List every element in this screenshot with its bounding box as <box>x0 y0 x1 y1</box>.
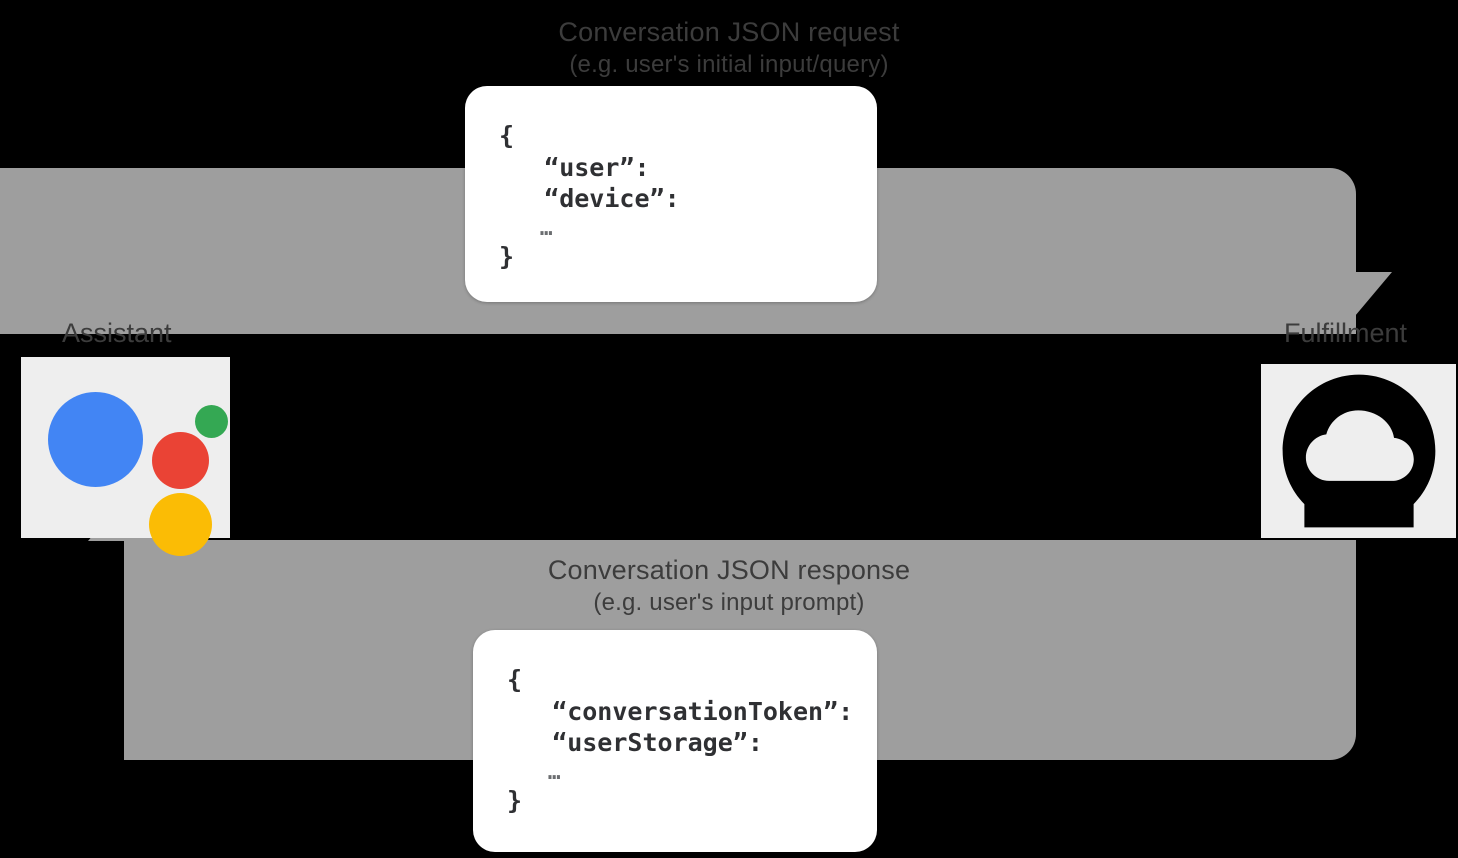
json-line: “user”: <box>499 152 650 182</box>
json-line: “device”: <box>499 184 680 213</box>
json-line: { <box>507 665 523 694</box>
assistant-node-label: Assistant <box>62 318 172 348</box>
assistant-dot-red-icon <box>151 431 209 489</box>
json-line: { <box>499 121 515 150</box>
response-caption: Conversation JSON response (e.g. user's … <box>0 554 1458 618</box>
json-line: “conversationToken”: <box>507 696 854 726</box>
cloud-icon <box>1282 374 1435 528</box>
response-json-card: { “conversationToken”: “userStorage”: … … <box>473 630 877 852</box>
json-line-ellipsis: … <box>499 215 554 240</box>
response-caption-subtitle: (e.g. user's input prompt) <box>593 588 865 616</box>
request-caption-subtitle: (e.g. user's initial input/query) <box>569 50 889 78</box>
request-caption: Conversation JSON request (e.g. user's i… <box>0 16 1458 80</box>
json-line: “userStorage”: <box>507 728 763 757</box>
assistant-dot-yellow-icon <box>148 492 212 556</box>
response-caption-title: Conversation JSON response <box>547 555 911 585</box>
assistant-dot-blue-icon <box>47 391 143 487</box>
request-json-card: { “user”: “device”: … } <box>465 86 877 302</box>
fulfillment-node-label: Fulfillment <box>1284 318 1408 348</box>
google-assistant-logo-icon <box>32 368 228 556</box>
json-line-ellipsis: … <box>507 759 562 784</box>
json-line: } <box>507 785 523 815</box>
fulfillment-node[interactable] <box>1261 364 1456 538</box>
assistant-dot-green-icon <box>194 404 228 438</box>
request-caption-title: Conversation JSON request <box>558 17 900 47</box>
assistant-node[interactable] <box>21 357 230 556</box>
json-line: } <box>499 241 515 271</box>
request-arrow-head-icon <box>1318 272 1392 316</box>
